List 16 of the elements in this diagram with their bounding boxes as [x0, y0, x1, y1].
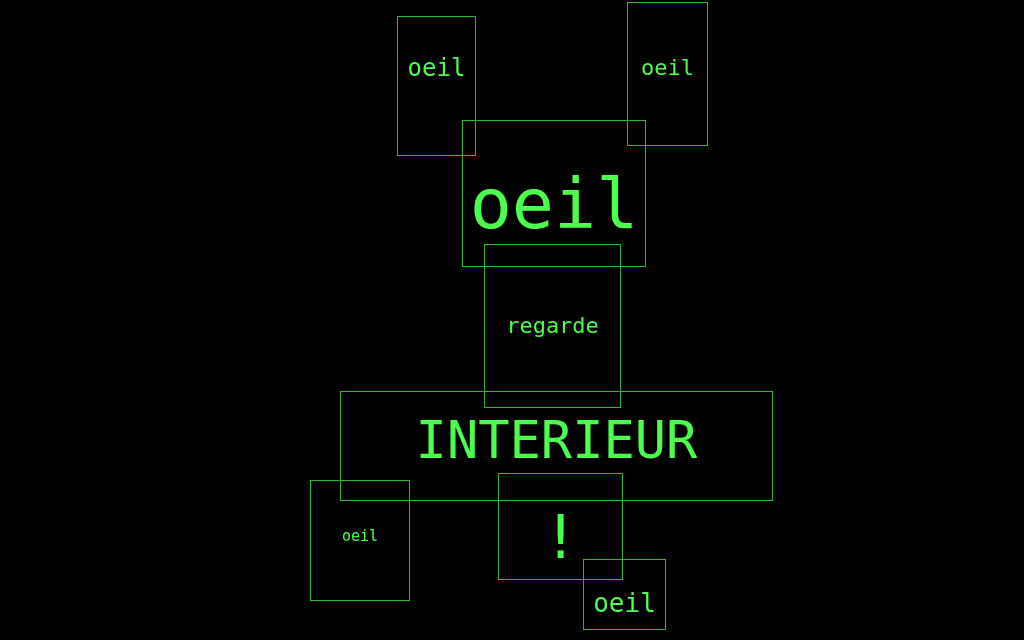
word: regarde [506, 315, 599, 337]
word: oeil [407, 56, 466, 80]
word: oeil [341, 529, 379, 544]
text-frame [484, 244, 621, 408]
word: oeil [593, 589, 656, 616]
word: ! [542, 506, 579, 567]
text-frame [340, 391, 773, 501]
word: INTERIEUR [415, 414, 698, 466]
text-frame [310, 480, 410, 601]
text-frame [498, 473, 623, 580]
text-frame [462, 120, 646, 267]
text-frame [627, 2, 708, 146]
text-frame [397, 16, 476, 156]
text-frame [583, 559, 666, 630]
word: oeil [641, 57, 694, 79]
word: oeil [469, 168, 639, 239]
